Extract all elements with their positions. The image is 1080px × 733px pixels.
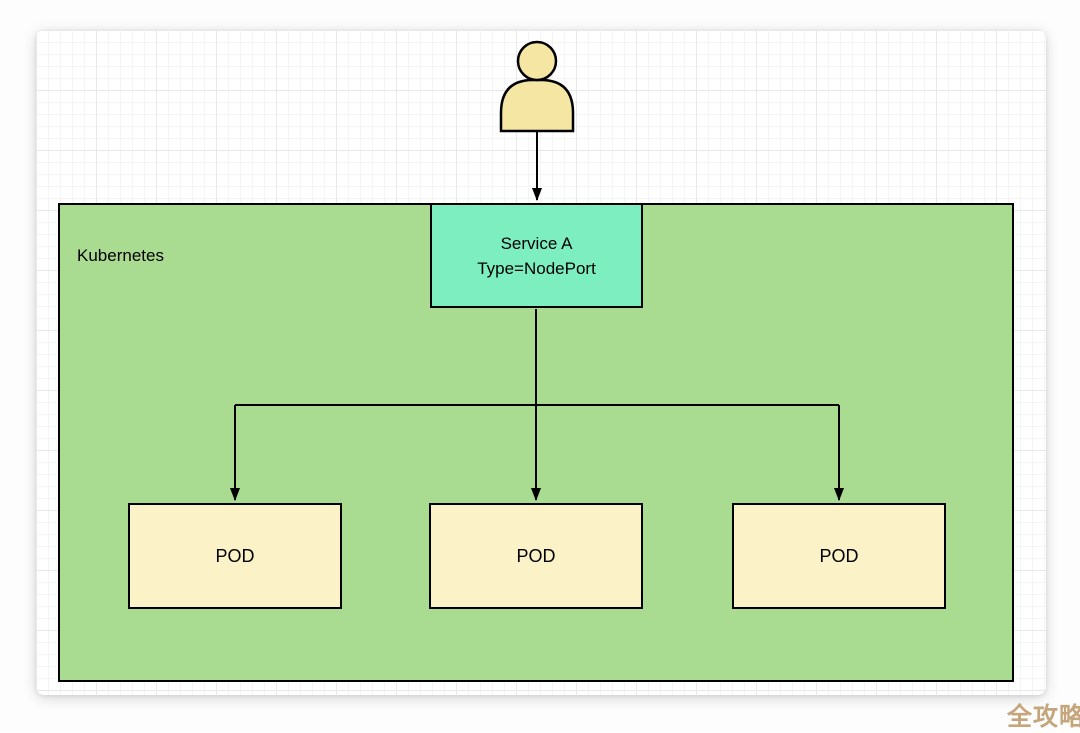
watermark: 全攻略 xyxy=(1007,703,1080,731)
pod-label: POD xyxy=(819,545,859,566)
pod-label: POD xyxy=(516,545,556,566)
service-node: Service A Type=NodePort xyxy=(430,203,643,308)
pod-node: POD xyxy=(429,503,643,609)
pod-label: POD xyxy=(215,545,255,566)
kubernetes-label: Kubernetes xyxy=(77,246,164,265)
pod-node: POD xyxy=(732,503,946,609)
pod-node: POD xyxy=(128,503,342,609)
service-name: Service A xyxy=(500,233,573,253)
service-type: Type=NodePort xyxy=(477,258,596,278)
